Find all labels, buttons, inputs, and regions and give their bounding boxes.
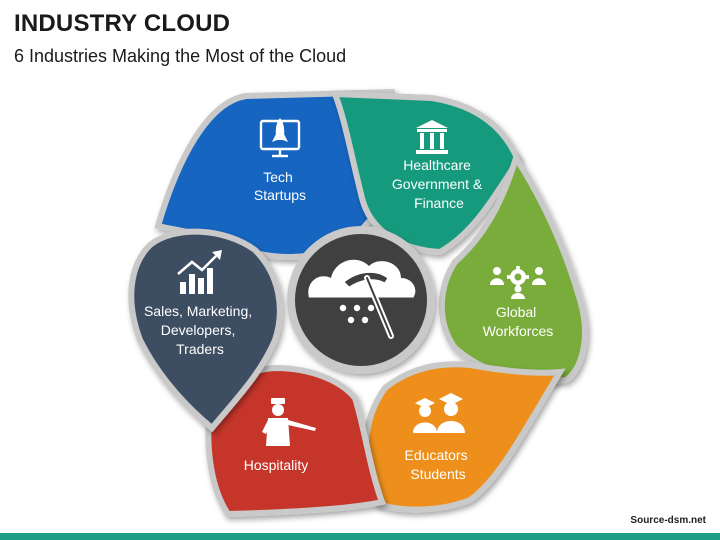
segment-label-sales-marketing-developers-traders: Sales, Marketing, Developers, Traders [144, 303, 256, 357]
segment-tech-startups: Tech Startups [154, 88, 402, 260]
segment-label-tech-startups: Tech Startups [254, 169, 306, 203]
segment-healthcare-government-finance: Healthcare Government & Finance [330, 90, 522, 256]
cloud-mining-icon [308, 259, 416, 339]
center-hub [287, 226, 435, 374]
segment-label-global-workforces: Global Workforces [483, 304, 554, 339]
segment-educators-students: Educators Students [362, 361, 566, 513]
segment-label-healthcare-government-finance: Healthcare Government & Finance [392, 157, 486, 211]
page-title: INDUSTRY CLOUD [14, 10, 231, 37]
graduates-icon [413, 393, 465, 433]
bank-building-icon [416, 120, 448, 154]
growth-chart-icon [177, 250, 222, 294]
rocket-monitor-icon [259, 118, 301, 158]
segment-sales-marketing-developers-traders: Sales, Marketing, Developers, Traders [128, 228, 283, 433]
page-subtitle: 6 Industries Making the Most of the Clou… [14, 46, 347, 66]
bellboy-icon [262, 398, 316, 446]
segment-label-educators-students: Educators Students [405, 447, 472, 482]
segment-label-hospitality: Hospitality [244, 457, 309, 473]
source-credit: Source-dsm.net [630, 515, 706, 526]
segment-hospitality: Hospitality [205, 364, 387, 518]
bottom-accent-bar [0, 533, 720, 540]
team-gear-icon [490, 266, 546, 299]
